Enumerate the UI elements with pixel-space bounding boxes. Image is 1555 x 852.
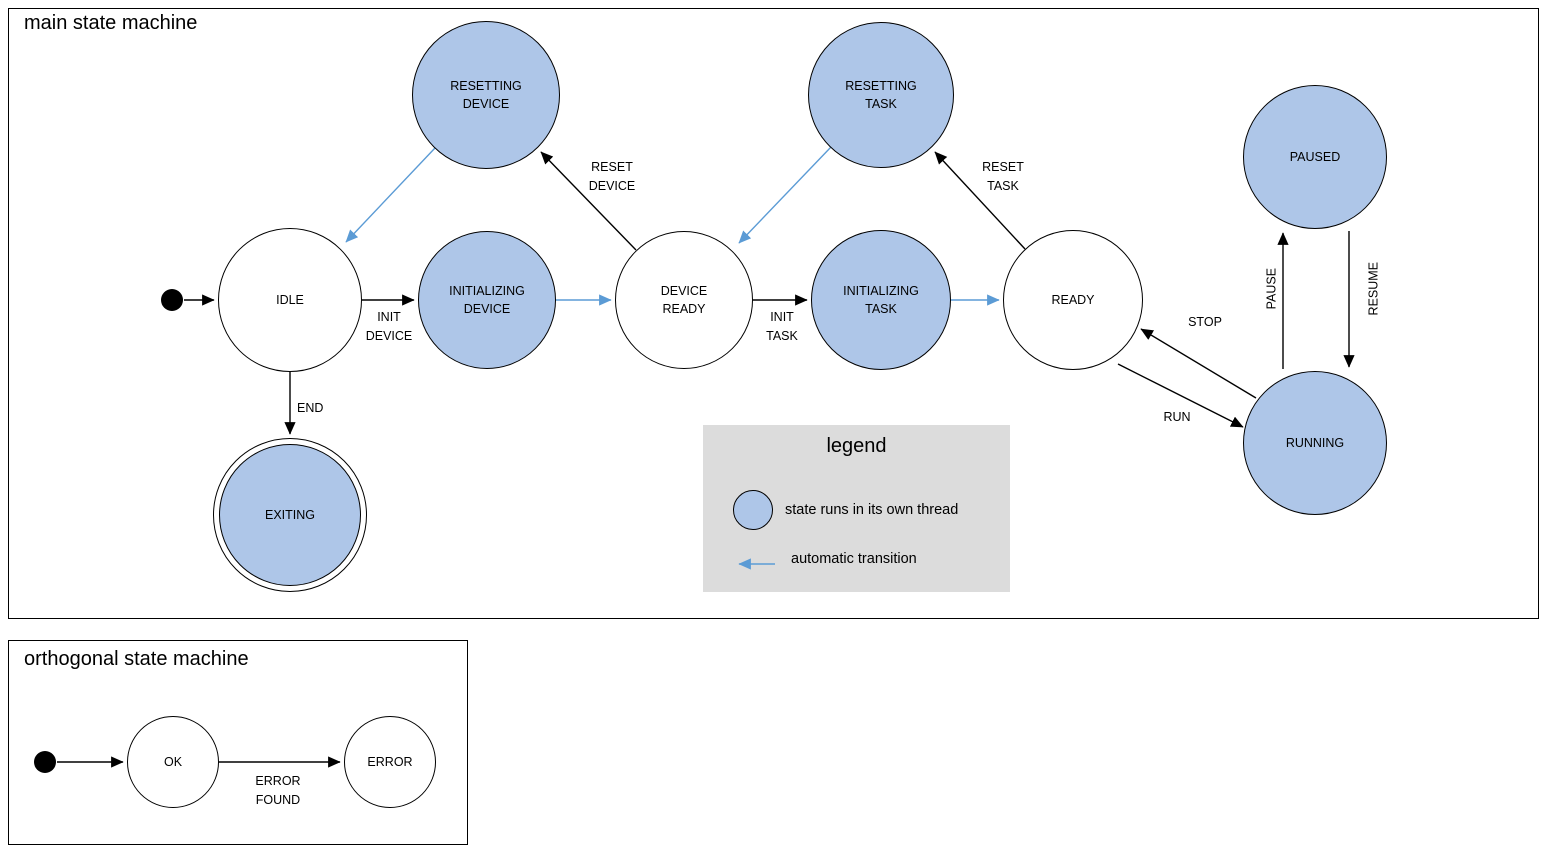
state-ok: OK: [127, 716, 219, 808]
threaded-state-icon: [733, 490, 773, 530]
edge-resetting-task-to-device-ready-auto: [738, 146, 832, 244]
state-error: ERROR: [344, 716, 436, 808]
transition-label-init-task: INIT TASK: [766, 310, 798, 344]
state-paused-label: PAUSED: [1289, 149, 1341, 164]
state-idle: IDLE: [218, 228, 362, 372]
state-idle-label: IDLE: [276, 292, 304, 307]
state-ok-label: OK: [163, 754, 183, 769]
state-exiting-inner-ring: EXITING: [219, 444, 361, 586]
state-device-ready: DEVICE READY: [615, 231, 753, 369]
automatic-transition-arrow-icon: [738, 558, 775, 570]
main-state-machine-frame: [8, 8, 1539, 619]
transition-label-end: END: [297, 401, 324, 415]
initial-state-dot-orthogonal: [34, 751, 56, 773]
state-resetting-task: RESETTING TASK: [808, 22, 954, 168]
legend-automatic-transition-label: automatic transition: [791, 551, 917, 567]
orthogonal-state-machine-frame: [8, 640, 468, 845]
edge-ready-to-running: [1117, 363, 1244, 428]
state-exiting-label: EXITING: [264, 507, 315, 522]
legend-panel: legend state runs in its own thread auto…: [703, 425, 1010, 592]
state-error-label: ERROR: [367, 754, 413, 769]
state-initializing-device: INITIALIZING DEVICE: [418, 231, 556, 369]
transition-label-reset-device: RESET DEVICE: [588, 160, 636, 194]
state-initializing-task-label: INITIALIZING TASK: [843, 283, 919, 316]
state-running-label: RUNNING: [1285, 435, 1345, 450]
legend-threaded-state-label: state runs in its own thread: [785, 502, 959, 518]
transition-label-pause: PAUSE: [1264, 267, 1279, 310]
state-exiting: EXITING: [213, 438, 367, 592]
edge-running-to-ready: [1140, 328, 1257, 399]
state-initializing-device-label: INITIALIZING DEVICE: [449, 283, 525, 316]
transition-label-resume: RESUME: [1366, 261, 1381, 316]
state-ready: READY: [1003, 230, 1143, 370]
state-initializing-task: INITIALIZING TASK: [811, 230, 951, 370]
state-resetting-device-label: RESETTING DEVICE: [450, 78, 522, 111]
main-state-machine-title: main state machine: [24, 12, 198, 34]
transition-label-reset-task: RESET TASK: [982, 160, 1024, 194]
state-resetting-device: RESETTING DEVICE: [412, 21, 560, 169]
state-ready-label: READY: [1051, 292, 1095, 307]
transition-label-run: RUN: [1163, 410, 1191, 424]
edge-resetting-device-to-idle-auto: [345, 147, 436, 243]
transition-label-stop: STOP: [1188, 315, 1222, 329]
initial-state-dot-main: [161, 289, 183, 311]
state-running: RUNNING: [1243, 371, 1387, 515]
legend-title: legend: [826, 435, 887, 457]
state-paused: PAUSED: [1243, 85, 1387, 229]
edge-ready-to-resetting-task: [934, 151, 1026, 250]
orthogonal-state-machine-title: orthogonal state machine: [24, 648, 249, 670]
state-device-ready-label: DEVICE READY: [660, 283, 708, 316]
transition-label-init-device: INIT DEVICE: [365, 310, 413, 344]
edge-device-ready-to-resetting-device: [540, 151, 637, 251]
transition-label-error-found: ERROR FOUND: [255, 774, 301, 808]
state-resetting-task-label: RESETTING TASK: [845, 78, 917, 111]
